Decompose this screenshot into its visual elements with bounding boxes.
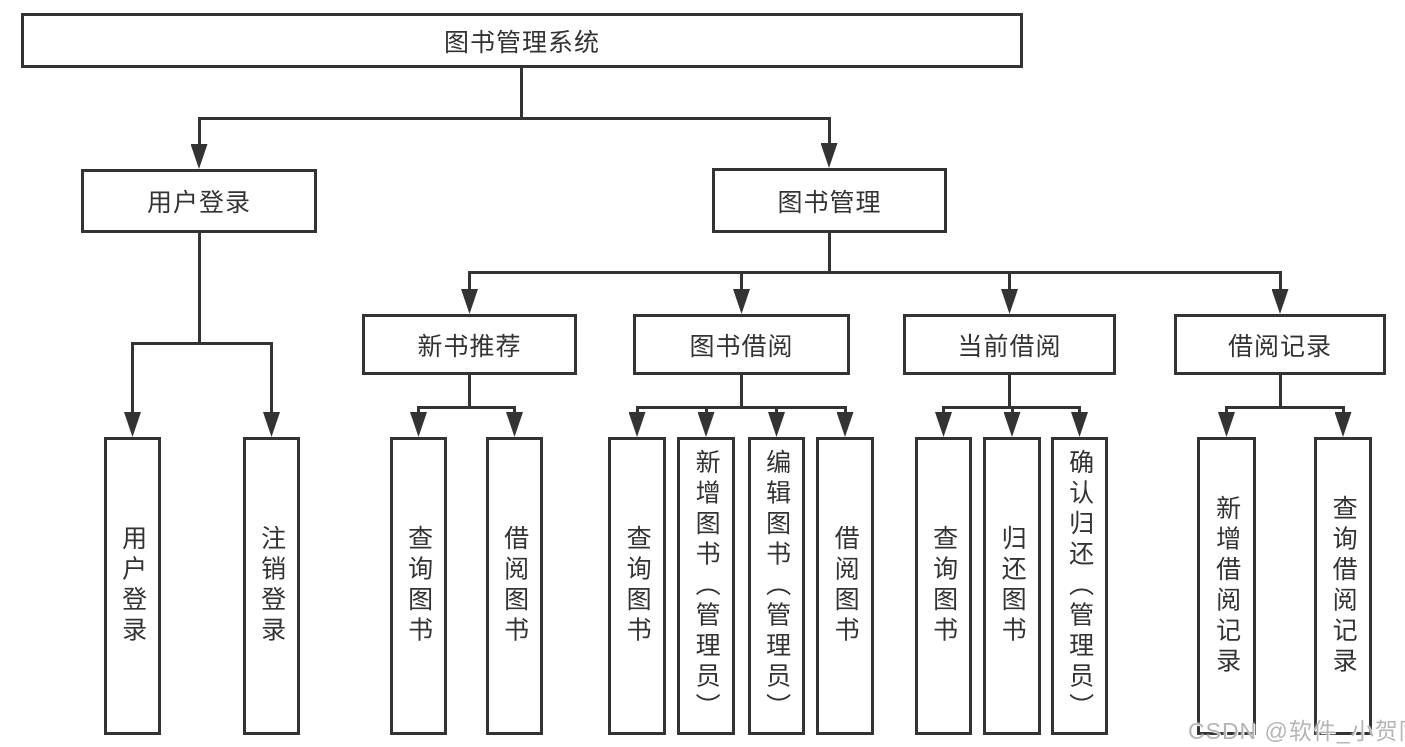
node-leaf-bb-query: 查询图书 [608,437,666,735]
node-label: 注销登录 [257,525,286,647]
node-label: 查询图书 [929,525,958,647]
arrowhead-down-icon [1071,412,1088,437]
node-label: 查询图书 [404,525,433,647]
connector-arrow-shaft [1010,407,1014,416]
arrowhead-down-icon [1001,289,1018,314]
node-label: 新书推荐 [417,332,522,361]
arrowhead-down-icon [410,412,427,437]
node-l2-user-login: 用户登录 [81,169,317,233]
node-leaf-nb-query: 查询图书 [390,437,447,735]
connector-arrow-shaft [843,407,847,416]
connector-line [1278,375,1282,407]
connector-line [197,233,201,343]
connector-arrow-shaft [270,343,273,416]
connector-arrow-shaft [1341,407,1345,416]
connector-arrow-shaft [1225,407,1228,416]
arrowhead-down-icon [506,412,523,437]
arrowhead-down-icon [1218,412,1235,437]
node-label: 图书借阅 [689,332,794,361]
connector-line [131,341,273,345]
node-label: 借阅图书 [831,525,860,647]
connector-arrow-shaft [417,407,420,416]
connector-line [468,375,471,407]
connector-arrow-shaft [131,343,134,416]
connector-arrow-shaft [740,272,743,293]
arrowhead-down-icon [836,412,854,437]
arrowhead-down-icon [628,412,646,437]
node-l3-borrow-records: 借阅记录 [1174,314,1386,375]
node-leaf-br-add: 新增借阅记录 [1197,437,1256,735]
connector-arrow-shaft [513,407,516,416]
node-label: 查询借阅记录 [1329,494,1358,678]
node-leaf-bb-edit: 编辑图书（管理员） [748,437,805,735]
connector-line [468,270,1282,274]
arrowhead-down-icon [124,412,141,437]
node-label: 图书管理系统 [443,28,600,57]
node-label: 查询图书 [623,525,652,647]
node-label: 归还图书 [998,525,1027,647]
connector-arrow-shaft [197,118,201,148]
connector-line [635,405,847,409]
node-leaf-logout: 注销登录 [243,437,300,735]
arrowhead-down-icon [263,412,280,437]
node-label: 新增图书（管理员） [692,448,721,724]
connector-line [417,405,516,409]
node-l3-current-borrow: 当前借阅 [903,314,1116,375]
connector-line [519,68,523,118]
connector-arrow-shaft [775,407,778,416]
node-label: 用户登录 [146,189,251,217]
connector-line [197,116,831,120]
arrowhead-down-icon [935,412,952,437]
node-leaf-cb-query: 查询图书 [915,437,972,735]
connector-line [740,375,743,407]
connector-line [1225,405,1345,409]
node-leaf-bb-borrow: 借阅图书 [816,437,874,735]
arrowhead-down-icon [1334,412,1352,437]
watermark: CSDN @软件_小贺同学 [1188,718,1405,744]
node-leaf-nb-borrow: 借阅图书 [486,437,543,735]
connector-arrow-shaft [635,407,639,416]
node-leaf-bb-add: 新增图书（管理员） [677,437,735,735]
arrowhead-down-icon [733,289,750,314]
node-label: 用户登录 [118,525,147,647]
connector-arrow-shaft [1278,272,1282,293]
node-leaf-user-login: 用户登录 [104,437,161,735]
node-leaf-cb-return: 归还图书 [983,437,1041,735]
connector-line [827,233,831,272]
arrowhead-down-icon [820,143,838,168]
connector-line [1008,375,1011,407]
node-label: 新增借阅记录 [1212,494,1241,678]
node-label: 借阅图书 [500,525,529,647]
node-label: 图书管理 [777,188,882,217]
node-label: 编辑图书（管理员） [762,448,791,724]
connector-arrow-shaft [1008,272,1011,293]
arrowhead-down-icon [461,289,478,314]
node-label: 借阅记录 [1227,332,1332,361]
node-root: 图书管理系统 [21,13,1023,68]
arrowhead-down-icon [190,144,208,169]
connector-arrow-shaft [827,118,831,147]
node-l3-new-books: 新书推荐 [362,314,577,375]
arrowhead-down-icon [768,412,785,437]
arrowhead-down-icon [1271,289,1289,314]
arrowhead-down-icon [1003,412,1021,437]
connector-arrow-shaft [704,407,708,416]
connector-arrow-shaft [1078,407,1081,416]
node-label: 当前借阅 [957,332,1062,361]
arrowhead-down-icon [697,412,715,437]
node-l3-book-borrow: 图书借阅 [633,314,850,375]
connector-arrow-shaft [468,272,471,293]
node-label: 确认归还（管理员） [1065,448,1094,724]
node-leaf-cb-confirm: 确认归还（管理员） [1051,437,1108,735]
node-l2-book-mgmt: 图书管理 [712,168,947,233]
connector-arrow-shaft [942,407,945,416]
node-leaf-br-query: 查询借阅记录 [1314,437,1372,735]
